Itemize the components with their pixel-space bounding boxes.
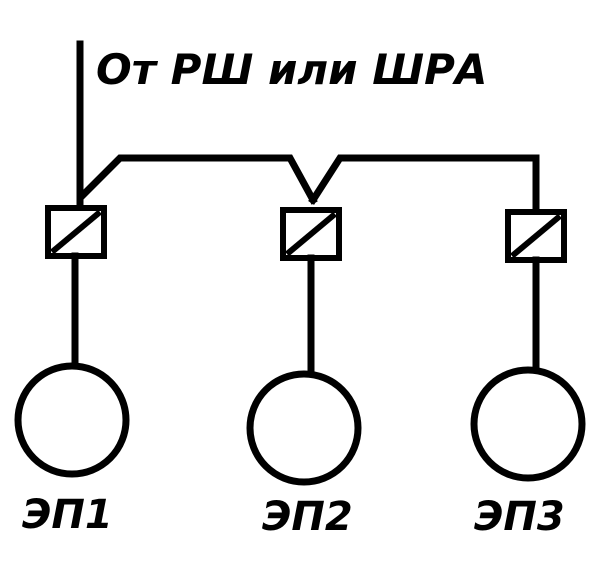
protection-device-2 [280, 207, 342, 261]
receiver-circle-2 [246, 370, 362, 486]
receiver-label-3: ЭП3 [474, 494, 565, 540]
protection-device-3 [505, 209, 567, 263]
chain-link-2-3 [308, 154, 540, 214]
protection-device-1 [45, 205, 107, 259]
receiver-label-2: ЭП2 [262, 494, 353, 540]
receiver-label-1: ЭП1 [22, 492, 113, 538]
receiver-circle-1 [14, 362, 130, 478]
receiver-circle-3 [470, 366, 586, 482]
chain-link-1-2 [77, 154, 318, 205]
source-label: От РШ или ШРА [96, 45, 487, 94]
